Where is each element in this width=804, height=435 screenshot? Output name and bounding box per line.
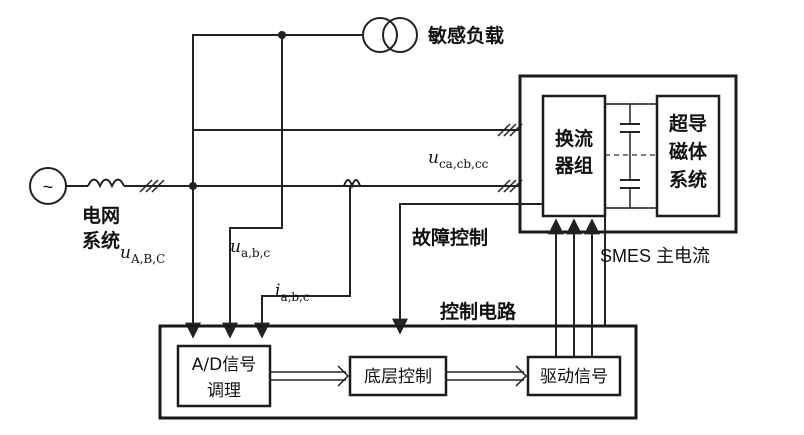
ad-label-line2: 调理 <box>207 381 241 401</box>
transformer-icon <box>362 17 418 53</box>
converter-label-line1: 换流 <box>555 127 593 150</box>
drive-signal-box <box>526 355 622 397</box>
control-circuit-label: 控制电路 <box>440 300 517 323</box>
var-u-abc: ua,b,c <box>230 237 270 260</box>
line-inductor-icon <box>87 178 125 189</box>
base-control-label: 底层控制 <box>364 367 432 387</box>
base-control-box <box>348 355 448 397</box>
magnet-label-line2: 磁体 <box>669 140 708 163</box>
magnet-label-line1: 超导 <box>668 112 707 135</box>
smes-unit-box <box>518 74 738 234</box>
control-circuit-box <box>158 324 638 420</box>
fault-control-line <box>392 203 543 335</box>
converter-feed-line <box>192 35 520 131</box>
drive-signal-label: 驱动信号 <box>540 367 608 387</box>
converter-label-line2: 器组 <box>554 154 593 177</box>
var-i-abc: ia,b,c <box>275 281 310 304</box>
var-u-ABC: uA,B,C <box>120 243 165 266</box>
u-abc-signal-line <box>222 35 283 339</box>
load-feeder-line <box>192 34 282 186</box>
dc-link <box>605 103 657 209</box>
converter-box <box>541 94 607 218</box>
magnet-label-line3: 系统 <box>669 168 707 191</box>
grid-label-line2: 系统 <box>82 229 120 252</box>
smes-current-label: SMES 主电流 <box>600 246 710 266</box>
source-symbol: ~ <box>43 177 54 197</box>
base-to-drive-arrow <box>446 365 528 387</box>
fault-control-label: 故障控制 <box>412 226 488 249</box>
ad-label-line1: A/D信号 <box>192 355 256 375</box>
capacitor-icon <box>620 155 640 208</box>
magnet-box <box>655 94 721 218</box>
ad-conditioning-box <box>176 344 272 408</box>
i-abc-signal-line <box>254 186 351 339</box>
grid-label-line1: 电网 <box>82 204 120 227</box>
three-phase-mark-icon <box>139 179 165 193</box>
ac-source-icon: ~ <box>29 167 67 205</box>
capacitor-icon <box>620 104 640 155</box>
ad-to-base-arrow <box>270 365 350 387</box>
sensitive-load-label: 敏感负载 <box>427 24 504 47</box>
current-transformer-icon <box>343 179 361 190</box>
var-u-ca: uca,cb,cc <box>428 148 489 171</box>
